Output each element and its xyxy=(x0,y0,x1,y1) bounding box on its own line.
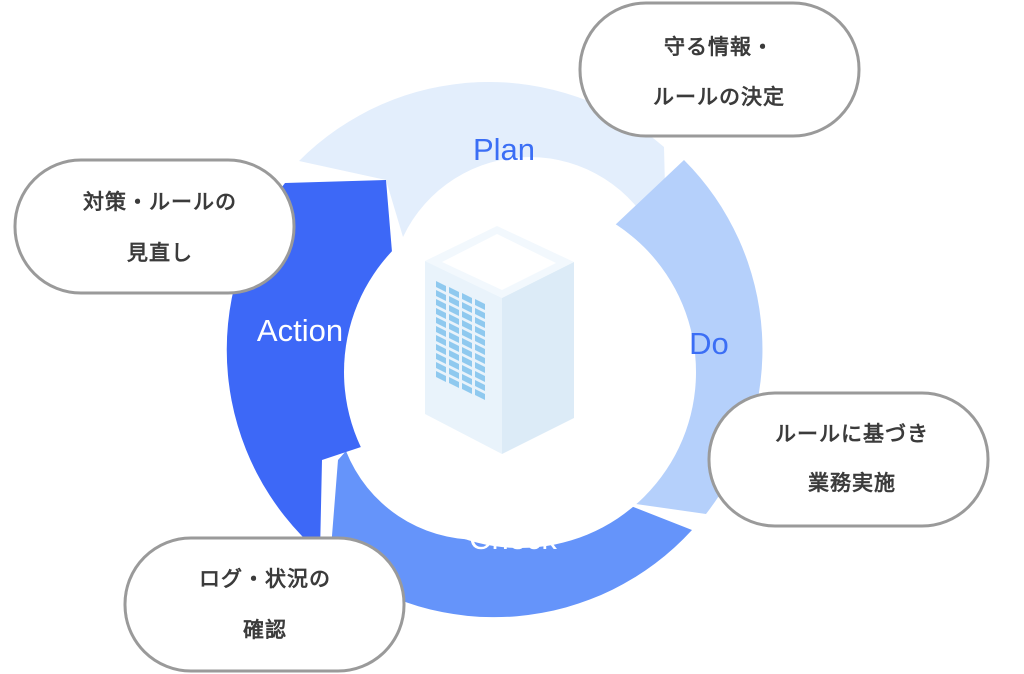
building-window xyxy=(449,368,459,379)
action-callout: 対策・ルールの 見直し xyxy=(13,158,296,295)
building-window xyxy=(436,290,446,301)
building-window xyxy=(475,317,485,328)
building-window xyxy=(462,347,472,358)
building-window xyxy=(436,326,446,337)
building-windows xyxy=(436,281,485,400)
check-callout: ログ・状況の 確認 xyxy=(123,536,406,673)
building-window xyxy=(475,353,485,364)
building-window xyxy=(475,389,485,400)
building-window xyxy=(436,344,446,355)
building-window xyxy=(436,371,446,382)
building-window xyxy=(449,296,459,307)
action-label: Action xyxy=(257,313,343,348)
building-window xyxy=(436,335,446,346)
building-window xyxy=(449,377,459,388)
do-callout-bubble xyxy=(707,391,990,528)
building-window xyxy=(462,293,472,304)
action-callout-line2: 見直し xyxy=(127,241,193,265)
do-label: Do xyxy=(689,326,729,361)
building-window xyxy=(449,350,459,361)
plan-callout-line2: ルールの決定 xyxy=(653,85,785,109)
building-right-face xyxy=(502,262,574,454)
building-window xyxy=(462,311,472,322)
building-window xyxy=(436,308,446,319)
plan-segment xyxy=(299,81,666,237)
office-building-icon xyxy=(425,226,574,454)
check-callout-line1: ログ・状況の xyxy=(199,567,331,591)
building-window xyxy=(475,344,485,355)
building-window xyxy=(462,338,472,349)
building-window xyxy=(475,371,485,382)
building-window xyxy=(475,308,485,319)
building-window xyxy=(462,356,472,367)
building-window xyxy=(449,305,459,316)
building-window xyxy=(449,359,459,370)
building-window xyxy=(475,326,485,337)
plan-label: Plan xyxy=(473,132,535,167)
building-roof-top xyxy=(442,234,556,290)
building-window xyxy=(475,380,485,391)
building-window xyxy=(462,329,472,340)
building-window xyxy=(449,332,459,343)
building-window xyxy=(462,320,472,331)
building-window xyxy=(436,281,446,292)
building-window xyxy=(449,314,459,325)
check-label: Check xyxy=(469,521,557,556)
building-window xyxy=(436,353,446,364)
building-window xyxy=(436,317,446,328)
building-window xyxy=(462,383,472,394)
building-window xyxy=(449,287,459,298)
building-window xyxy=(462,365,472,376)
do-callout: ルールに基づき 業務実施 xyxy=(707,391,990,528)
building-window xyxy=(449,341,459,352)
check-callout-line2: 確認 xyxy=(243,618,287,642)
action-callout-line1: 対策・ルールの xyxy=(83,190,237,214)
building-window xyxy=(475,335,485,346)
building-window xyxy=(436,362,446,373)
plan-callout-line1: 守る情報・ xyxy=(664,35,774,59)
action-callout-bubble xyxy=(13,158,296,295)
plan-callout: 守る情報・ ルールの決定 xyxy=(578,1,861,138)
check-callout-bubble xyxy=(123,536,406,673)
do-callout-line1: ルールに基づき xyxy=(775,422,929,446)
building-window xyxy=(462,374,472,385)
do-callout-line2: 業務実施 xyxy=(808,471,896,495)
building-window xyxy=(449,323,459,334)
building-window xyxy=(436,299,446,310)
building-window xyxy=(475,299,485,310)
building-window xyxy=(462,302,472,313)
building-window xyxy=(475,362,485,373)
plan-callout-bubble xyxy=(578,1,861,138)
